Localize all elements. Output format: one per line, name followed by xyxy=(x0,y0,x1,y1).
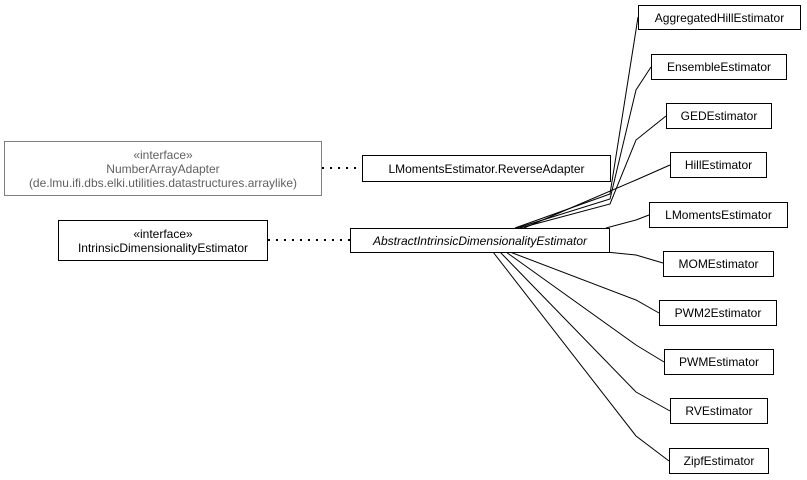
class-name: RVEstimator xyxy=(685,404,753,418)
subclass-box-ensemble[interactable]: EnsembleEstimator xyxy=(651,54,787,80)
subclass-box-pwm[interactable]: PWMEstimator xyxy=(664,349,774,375)
stereotype-label: «interface» xyxy=(133,147,193,162)
edge-ged xyxy=(519,115,667,229)
class-name: GEDEstimator xyxy=(680,109,758,123)
class-name: PWMEstimator xyxy=(678,355,759,369)
subclass-box-lmoments[interactable]: LMomentsEstimator xyxy=(649,202,788,228)
class-name: NumberArrayAdapter xyxy=(106,161,220,176)
class-name: PWM2Estimator xyxy=(674,306,762,320)
edge-aggregatedhill xyxy=(514,16,639,229)
edge-ensemble xyxy=(516,66,652,229)
subclass-box-pwm2[interactable]: PWM2Estimator xyxy=(659,300,777,326)
subclass-box-aggregatedhill[interactable]: AggregatedHillEstimator xyxy=(638,5,801,30)
numberarrayadapter-interface-box[interactable]: «interface» NumberArrayAdapter (de.lmu.i… xyxy=(4,141,322,196)
class-name: EnsembleEstimator xyxy=(666,60,772,74)
subclass-box-ged[interactable]: GEDEstimator xyxy=(666,103,772,129)
class-name: HillEstimator xyxy=(684,158,753,172)
class-name: AggregatedHillEstimator xyxy=(654,10,785,25)
class-name: IntrinsicDimensionalityEstimator xyxy=(77,240,249,255)
class-name: LMomentsEstimator xyxy=(665,208,772,222)
edge-rv xyxy=(499,251,671,412)
edge-lmoments xyxy=(605,214,650,229)
class-name: MOMEstimator xyxy=(678,257,759,271)
edge-pwm2 xyxy=(509,251,660,314)
subclass-box-mom[interactable]: MOMEstimator xyxy=(663,251,774,277)
package-name: (de.lmu.ifi.dbs.elki.utilities.datastruc… xyxy=(28,175,298,190)
class-name: ZipfEstimator xyxy=(683,454,755,468)
edge-zipf xyxy=(492,251,670,462)
stereotype-label: «interface» xyxy=(133,226,193,241)
edge-hill xyxy=(523,164,671,229)
edge-pwm xyxy=(505,251,665,363)
edge-mom xyxy=(605,251,664,264)
abstract-estimator-class-box[interactable]: AbstractIntrinsicDimensionalityEstimator xyxy=(350,228,610,253)
subclass-box-rv[interactable]: RVEstimator xyxy=(670,398,768,424)
intrinsicdimensionality-interface-box[interactable]: «interface» IntrinsicDimensionalityEstim… xyxy=(58,220,268,261)
reverseadapter-class-box[interactable]: LMomentsEstimator.ReverseAdapter xyxy=(362,155,611,182)
subclass-box-zipf[interactable]: ZipfEstimator xyxy=(669,448,769,474)
class-name: AbstractIntrinsicDimensionalityEstimator xyxy=(372,233,588,248)
subclass-box-hill[interactable]: HillEstimator xyxy=(670,152,767,178)
class-name: LMomentsEstimator.ReverseAdapter xyxy=(388,161,585,176)
